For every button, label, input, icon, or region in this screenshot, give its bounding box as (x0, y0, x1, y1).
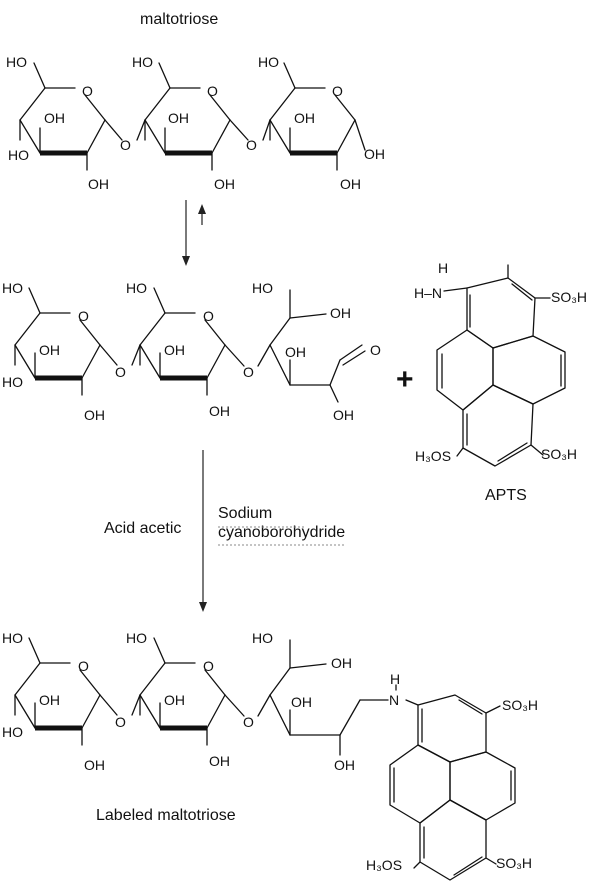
svg-text:HO: HO (126, 630, 147, 646)
svg-text:O: O (120, 137, 131, 153)
svg-text:O: O (203, 308, 214, 324)
svg-text:SO₃H: SO₃H (551, 289, 587, 305)
maltotriose-open-chain (15, 288, 366, 403)
svg-text:OH: OH (364, 146, 385, 162)
svg-text:OH: OH (168, 110, 189, 126)
svg-text:SO₃H: SO₃H (502, 697, 538, 713)
svg-text:OH: OH (334, 757, 355, 773)
reaction-arrow (199, 450, 207, 612)
svg-text:OH: OH (291, 694, 312, 710)
svg-text:O: O (203, 658, 214, 674)
svg-text:OH: OH (209, 403, 230, 419)
svg-text:OH: OH (285, 344, 306, 360)
svg-text:O: O (115, 714, 126, 730)
svg-text:OH: OH (164, 692, 185, 708)
open-chain-labels: HO O OH HO OH O HO O OH OH O HO OH OH O … (2, 280, 381, 423)
reagent-acid-acetic: Acid acetic (104, 520, 181, 537)
svg-text:SO₃H: SO₃H (496, 855, 532, 871)
svg-text:HO: HO (2, 280, 23, 296)
svg-text:HO: HO (126, 280, 147, 296)
svg-text:HO: HO (132, 54, 153, 70)
svg-text:O: O (82, 83, 93, 99)
svg-text:H–N: H–N (414, 285, 442, 301)
svg-text:OH: OH (164, 342, 185, 358)
svg-text:OH: OH (39, 342, 60, 358)
svg-text:O: O (243, 364, 254, 380)
maltotriose-top-labels: HO O OH HO OH O HO O OH OH O HO O OH OH … (6, 54, 385, 192)
svg-text:HO: HO (252, 280, 273, 296)
svg-text:O: O (78, 658, 89, 674)
svg-text:OH: OH (209, 753, 230, 769)
svg-text:O: O (332, 83, 343, 99)
svg-text:HO: HO (6, 54, 27, 70)
plus-sign: + (396, 363, 414, 396)
svg-text:O: O (78, 308, 89, 324)
svg-text:H: H (390, 671, 400, 687)
svg-text:HO: HO (8, 147, 29, 163)
svg-text:HO: HO (258, 54, 279, 70)
svg-text:H: H (438, 260, 448, 276)
svg-text:OH: OH (84, 757, 105, 773)
apts-molecule (436, 264, 566, 467)
labeled-maltotriose (15, 638, 516, 881)
title-labeled-maltotriose: Labeled maltotriose (96, 807, 236, 824)
apts-label: APTS (485, 487, 527, 504)
reagent-sodium: Sodium (218, 505, 272, 522)
svg-text:OH: OH (294, 110, 315, 126)
svg-text:O: O (207, 83, 218, 99)
svg-text:HO: HO (2, 724, 23, 740)
svg-text:OH: OH (44, 110, 65, 126)
svg-text:H₃OS: H₃OS (366, 857, 402, 873)
svg-text:OH: OH (88, 176, 109, 192)
svg-text:HO: HO (2, 374, 23, 390)
maltotriose-top (20, 63, 366, 170)
svg-text:OH: OH (39, 692, 60, 708)
svg-text:OH: OH (330, 305, 351, 321)
svg-text:H₃OS: H₃OS (415, 448, 451, 464)
svg-text:OH: OH (331, 655, 352, 671)
labeled-maltotriose-labels: HO O OH HO OH O HO O OH OH O HO OH OH OH… (2, 630, 538, 873)
reagent-cyanoborohydride: cyanoborohydride (218, 524, 345, 541)
svg-text:OH: OH (333, 407, 354, 423)
equilibrium-arrows (182, 200, 206, 266)
svg-text:SO₃H: SO₃H (541, 446, 577, 462)
svg-text:HO: HO (252, 630, 273, 646)
svg-text:OH: OH (84, 407, 105, 423)
apts-labels: H H–N SO₃H H₃OS SO₃H (414, 260, 587, 464)
title-maltotriose: maltotriose (140, 11, 218, 28)
svg-text:OH: OH (214, 176, 235, 192)
svg-text:OH: OH (340, 176, 361, 192)
svg-text:O: O (246, 137, 257, 153)
svg-text:O: O (370, 342, 381, 358)
svg-text:HO: HO (2, 630, 23, 646)
svg-text:O: O (115, 364, 126, 380)
svg-text:N: N (389, 692, 399, 708)
svg-text:O: O (243, 714, 254, 730)
